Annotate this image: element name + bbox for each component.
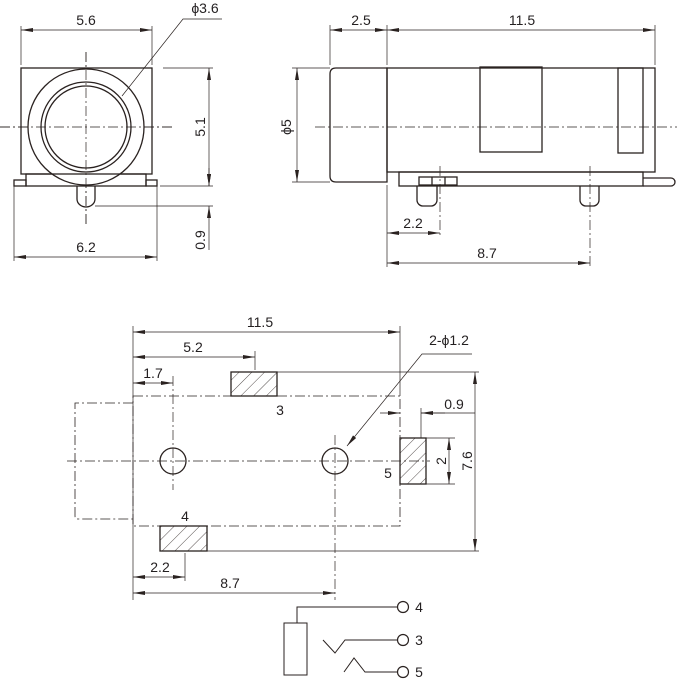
- schematic: 4 3 5: [283, 599, 423, 679]
- tab-right: [145, 179, 158, 187]
- dim-pin1-offset: 2.2: [403, 215, 423, 231]
- bottom-plate: [398, 171, 644, 187]
- pin-3-label: 3: [415, 632, 423, 648]
- dim-pad5-gap: 0.9: [444, 396, 464, 412]
- tab-left: [13, 179, 27, 187]
- dim-body-len: 11.5: [509, 12, 535, 28]
- dim-overall-len: 11.5: [247, 314, 273, 330]
- dim-hole1-offset: 1.7: [143, 365, 163, 381]
- dim-cap-dia: ϕ5: [278, 119, 294, 135]
- jack-symbol: [283, 622, 308, 676]
- slot: [617, 67, 644, 154]
- hole-1: [159, 447, 187, 475]
- pin-5-label: 5: [415, 664, 423, 679]
- pad-5-label: 5: [384, 465, 392, 481]
- cap-outline: [74, 402, 133, 520]
- dim-overall-width: 7.6: [459, 451, 475, 471]
- pad-4: [159, 525, 208, 552]
- hole-2: [321, 447, 349, 475]
- terminal-4: [396, 600, 410, 614]
- pad-3: [230, 371, 278, 397]
- wire-3: [322, 639, 397, 654]
- dim-pad5-height: 2: [433, 457, 449, 465]
- side-view: 2.5 11.5 ϕ5 2.2 8.7: [278, 12, 677, 268]
- dim-hole2-offset: 8.7: [220, 575, 240, 591]
- front-view: 5.6 ϕ3.6 5.1 0.9 6.2: [0, 0, 222, 261]
- side-tab: [643, 177, 676, 187]
- pin: [76, 186, 96, 208]
- dim-holes: 2-ϕ1.2: [429, 332, 469, 348]
- pin-4-label: 4: [415, 599, 423, 615]
- wire-4: [296, 606, 397, 623]
- wire-5: [343, 657, 397, 673]
- terminal-5: [396, 665, 410, 679]
- window: [479, 66, 543, 153]
- cap: [329, 67, 388, 183]
- dim-pin-len: 0.9: [192, 230, 208, 250]
- dim-pin2-offset: 8.7: [477, 245, 497, 261]
- dim-bore-dia: ϕ3.6: [191, 0, 219, 16]
- dim-pad3-offset: 5.2: [183, 339, 203, 355]
- pad-5: [399, 437, 427, 485]
- pin-1: [416, 186, 438, 207]
- pcb-footprint: 3 4 5 11.5 5.2 1.7 2-ϕ1.2 0.9 2 7.6 2.2 …: [67, 314, 479, 600]
- dim-pad4-offset: 2.2: [150, 559, 170, 575]
- dim-width-base: 6.2: [76, 239, 96, 255]
- pin-2: [579, 186, 600, 207]
- pad-3-label: 3: [276, 402, 284, 418]
- dim-height: 5.1: [192, 117, 208, 137]
- pad-4-label: 4: [181, 508, 189, 524]
- body-side: [386, 67, 656, 173]
- dim-width-top: 5.6: [76, 12, 96, 28]
- dim-cap-len: 2.5: [351, 12, 371, 28]
- terminal-3: [396, 633, 410, 647]
